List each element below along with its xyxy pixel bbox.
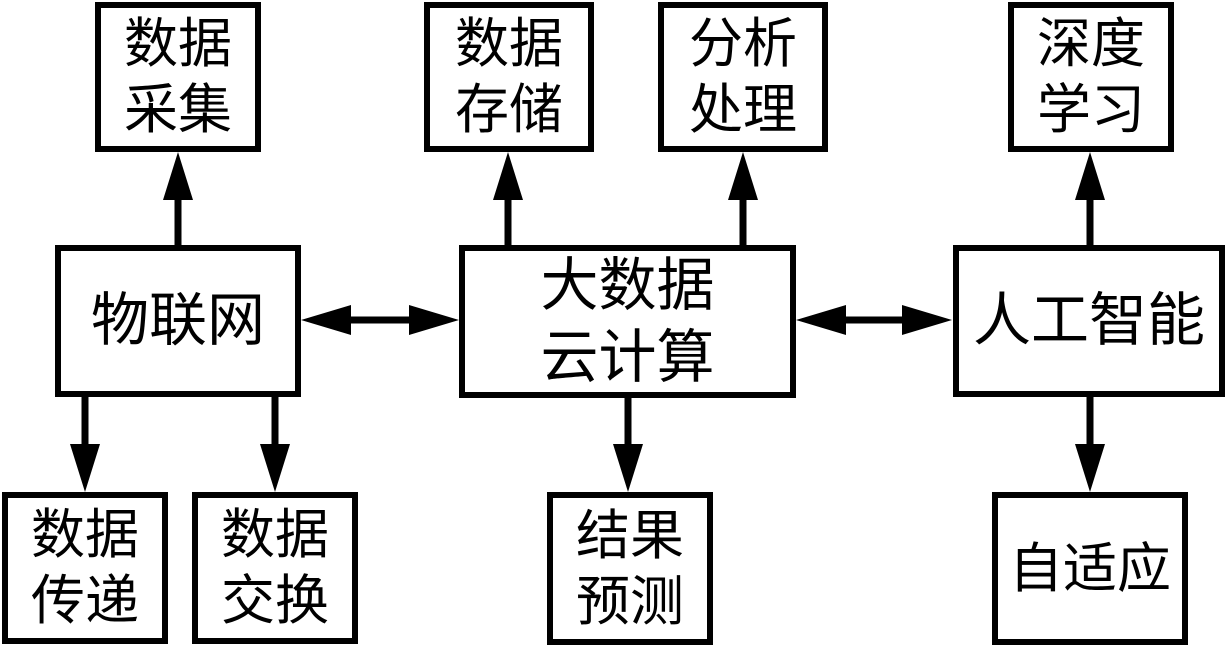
arrow-ai-to-deep-learning [1075, 152, 1105, 246]
node-label-line: 数据 [31, 505, 139, 565]
node-label-line: 数据 [124, 14, 232, 74]
node-label-line: 存储 [455, 80, 563, 140]
node-deep-learning: 深度 学习 [1008, 2, 1174, 152]
node-label-line: 预测 [576, 571, 684, 632]
arrow-bigdata-to-result-prediction [613, 397, 643, 492]
node-label-line: 数据 [221, 505, 329, 565]
node-adaptive: 自适应 [992, 492, 1188, 645]
arrow-iot-to-data-collection [163, 152, 193, 246]
node-label-line: 采集 [124, 80, 232, 140]
node-label-line: 人工智能 [972, 288, 1205, 353]
node-label-line: 学习 [1037, 80, 1145, 140]
node-label-line: 深度 [1037, 14, 1145, 74]
node-result-prediction: 结果 预测 [547, 492, 713, 645]
arrow-iot-to-data-transfer [70, 396, 100, 492]
node-label-line: 数据 [455, 14, 563, 74]
node-analysis-processing: 分析 处理 [658, 2, 828, 152]
node-data-transfer: 数据 传递 [2, 492, 168, 644]
arrow-iot-to-data-exchange [260, 396, 290, 492]
node-label-line: 自适应 [1009, 538, 1171, 599]
node-label-line: 结果 [576, 505, 684, 566]
node-label-line: 大数据 [540, 252, 715, 318]
node-iot: 物联网 [55, 245, 301, 397]
node-data-collection: 数据 采集 [95, 2, 261, 152]
node-data-exchange: 数据 交换 [192, 492, 358, 644]
arrow-ai-to-adaptive [1075, 396, 1105, 492]
arrow-bigdata-to-analysis-processing [728, 152, 758, 246]
node-data-storage: 数据 存储 [424, 2, 594, 152]
node-label-line: 交换 [221, 571, 329, 631]
arrow-iot-bigdata-bidirectional [301, 305, 459, 335]
node-label-line: 云计算 [540, 324, 715, 390]
node-label-line: 传递 [31, 571, 139, 631]
arrow-bigdata-to-data-storage [493, 152, 523, 246]
node-label-line: 处理 [689, 80, 797, 140]
arrow-bigdata-ai-bidirectional [796, 305, 952, 335]
node-label-line: 分析 [689, 14, 797, 74]
node-bigdata-cloud: 大数据 云计算 [459, 245, 796, 398]
node-ai: 人工智能 [953, 245, 1225, 397]
node-label-line: 物联网 [90, 288, 265, 353]
